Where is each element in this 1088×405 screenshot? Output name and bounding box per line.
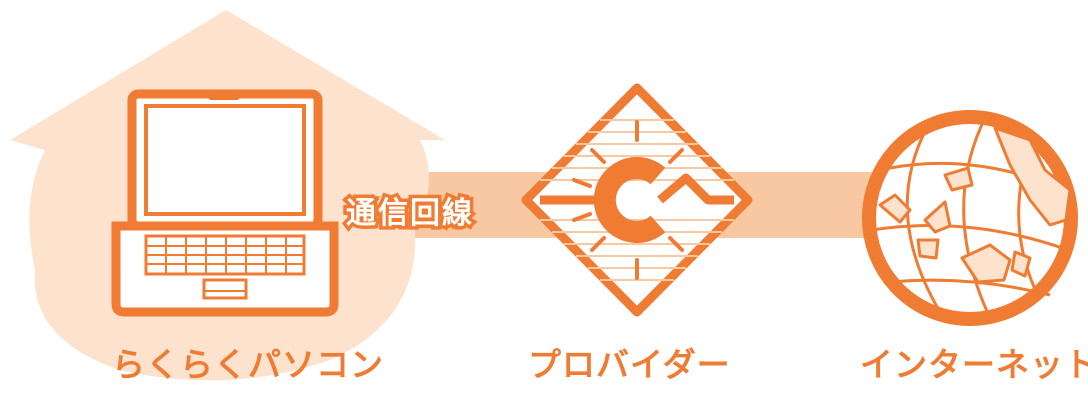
laptop-icon <box>111 89 339 317</box>
pc-label: らくらくパソコン <box>112 345 384 384</box>
internet-label: インターネット <box>860 345 1088 384</box>
provider-logo-icon <box>521 83 753 317</box>
provider-label: プロバイダー <box>528 345 731 384</box>
globe-icon <box>862 110 1078 326</box>
line-label: 通信回線 <box>343 193 476 235</box>
